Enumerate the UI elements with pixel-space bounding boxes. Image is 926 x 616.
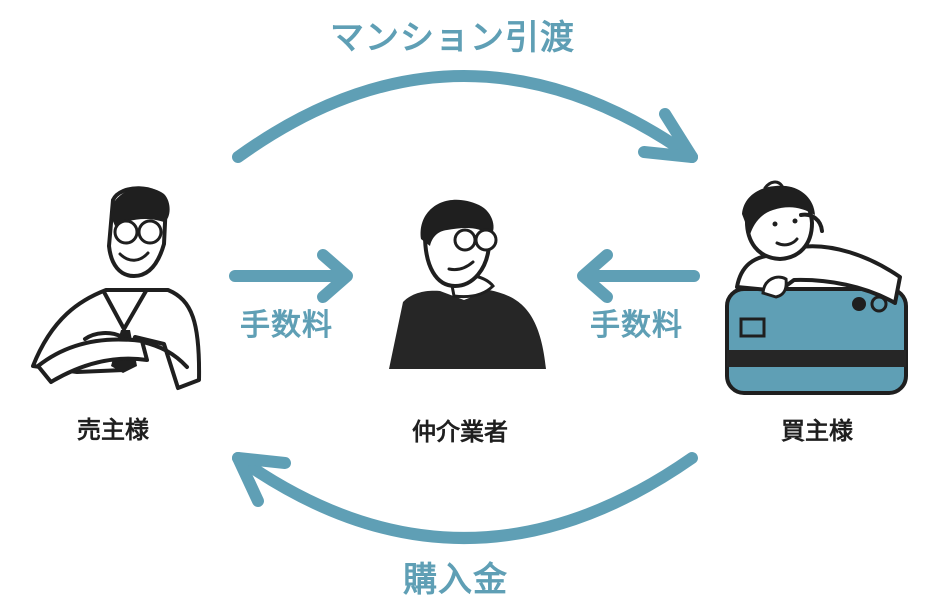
agent-illustration bbox=[389, 199, 546, 369]
agent-label: 仲介業者 bbox=[412, 418, 508, 446]
property-handover-label: マンション引渡 bbox=[330, 18, 575, 58]
seller-fee-label: 手数料 bbox=[240, 308, 333, 343]
buyer-fee-label: 手数料 bbox=[590, 308, 683, 343]
purchase-payment-label: 購入金 bbox=[403, 560, 508, 600]
bottom-payment-arrow bbox=[232, 452, 698, 544]
seller-illustration bbox=[31, 186, 202, 390]
buyer-label: 買主様 bbox=[781, 417, 853, 445]
seller-fee-arrow bbox=[229, 249, 353, 303]
buyer-illustration bbox=[725, 180, 908, 395]
top-transfer-arrow bbox=[232, 70, 698, 163]
seller-label: 売主様 bbox=[77, 416, 149, 444]
buyer-fee-arrow bbox=[577, 249, 700, 303]
